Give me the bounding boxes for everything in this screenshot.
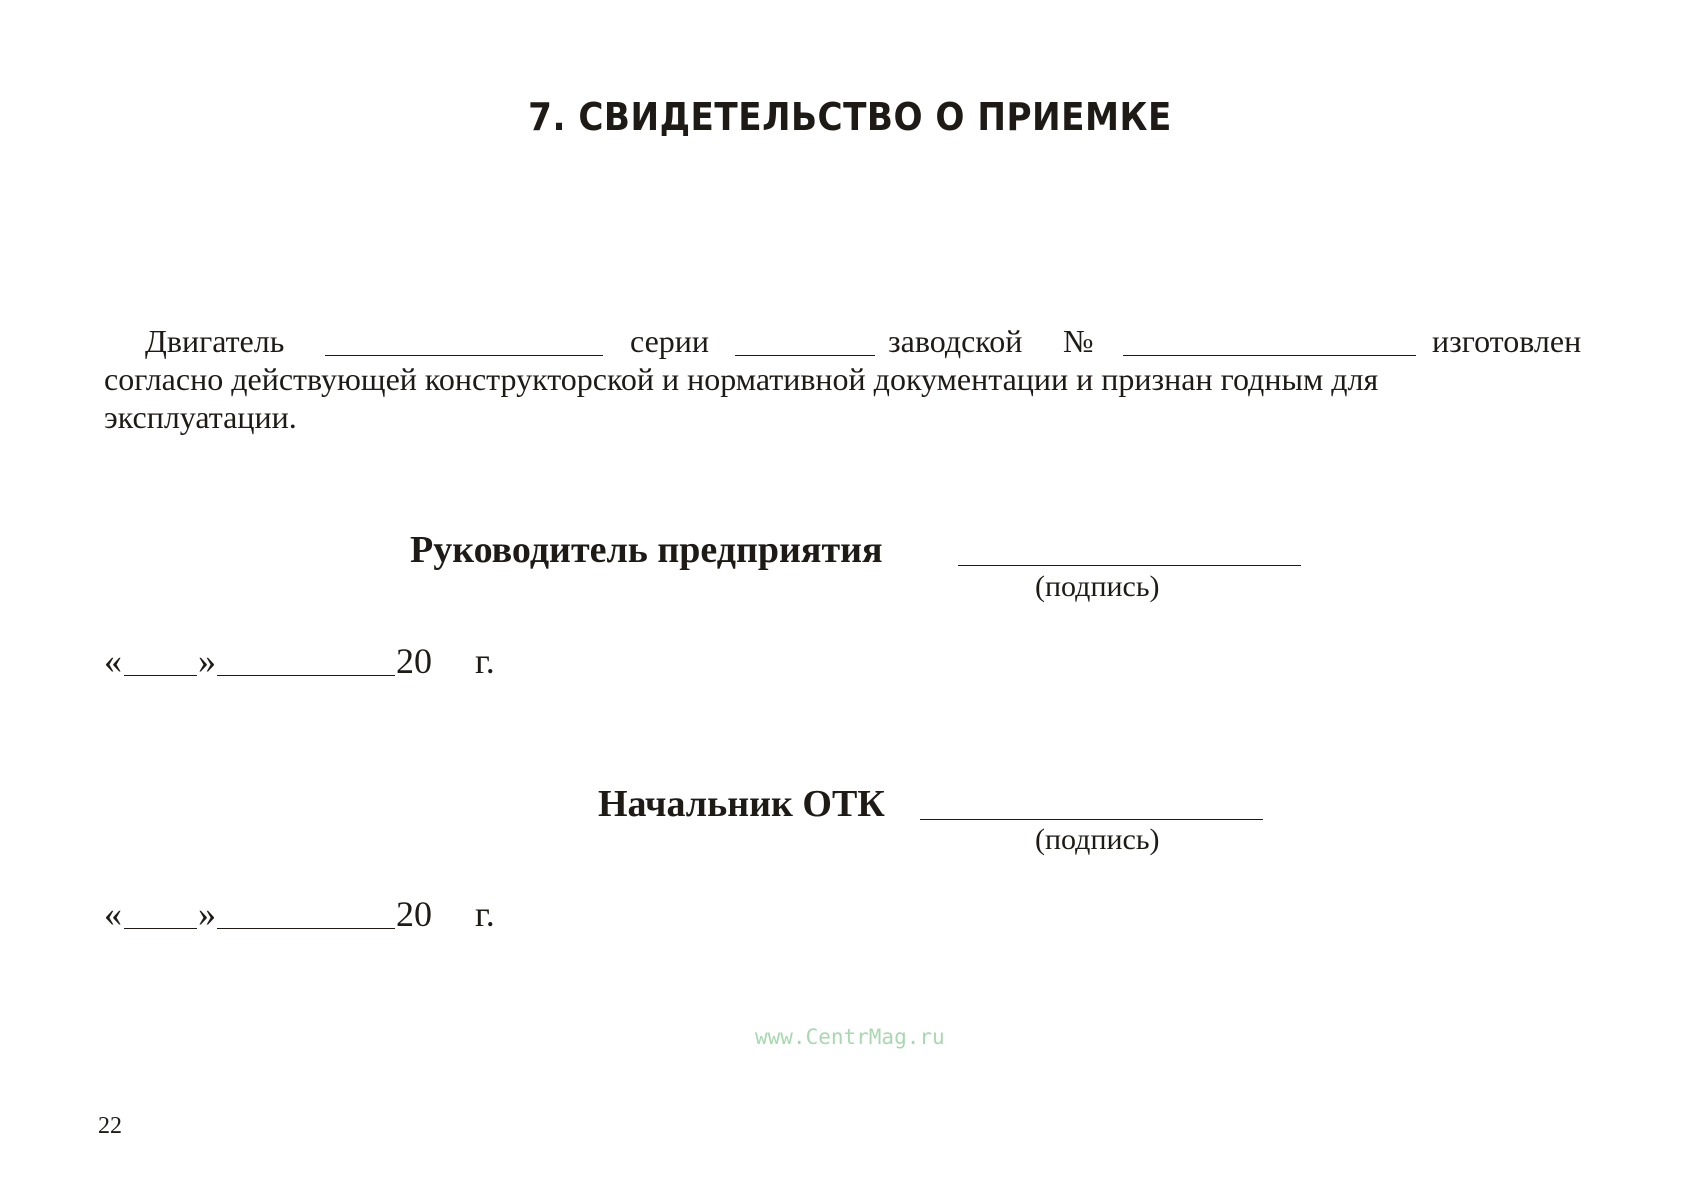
qc-head-signature-blank[interactable]	[920, 789, 1263, 820]
engine-model-blank[interactable]	[325, 325, 603, 356]
date-close-quote: »	[198, 894, 216, 934]
series-label: серии	[630, 323, 710, 359]
date-open-quote: «	[104, 641, 122, 681]
director-signature-blank[interactable]	[958, 535, 1301, 566]
date-century: 20	[396, 641, 432, 681]
paragraph-line-2: согласно действующей конструкторской и н…	[104, 361, 1379, 397]
series-blank[interactable]	[735, 325, 875, 356]
qc-head-signature-label: Начальник ОТК	[598, 783, 885, 825]
page-number: 22	[98, 1113, 122, 1139]
date-century: 20	[396, 894, 432, 934]
made-label: изготовлен	[1432, 323, 1582, 359]
paragraph-line-3: эксплуатации.	[104, 399, 297, 435]
qc-head-signature-caption: (подпись)	[1035, 823, 1160, 856]
director-date-day-blank[interactable]	[124, 645, 197, 676]
date-open-quote: «	[104, 894, 122, 934]
date-year-suffix: г.	[475, 641, 495, 681]
director-signature-caption: (подпись)	[1035, 570, 1160, 603]
page-title: 7. СВИДЕТЕЛЬСТВО О ПРИЕМКЕ	[528, 95, 1172, 139]
watermark: www.CentrMag.ru	[755, 1025, 945, 1049]
engine-label: Двигатель	[145, 323, 285, 359]
date-year-suffix: г.	[475, 894, 495, 934]
qc-date-month-blank[interactable]	[217, 898, 395, 929]
serial-label: заводской	[888, 323, 1023, 359]
date-close-quote: »	[198, 641, 216, 681]
qc-date-day-blank[interactable]	[124, 898, 197, 929]
serial-number-blank[interactable]	[1123, 325, 1416, 356]
number-sign: №	[1063, 323, 1094, 359]
director-signature-label: Руководитель предприятия	[410, 529, 883, 571]
director-date-month-blank[interactable]	[217, 645, 395, 676]
